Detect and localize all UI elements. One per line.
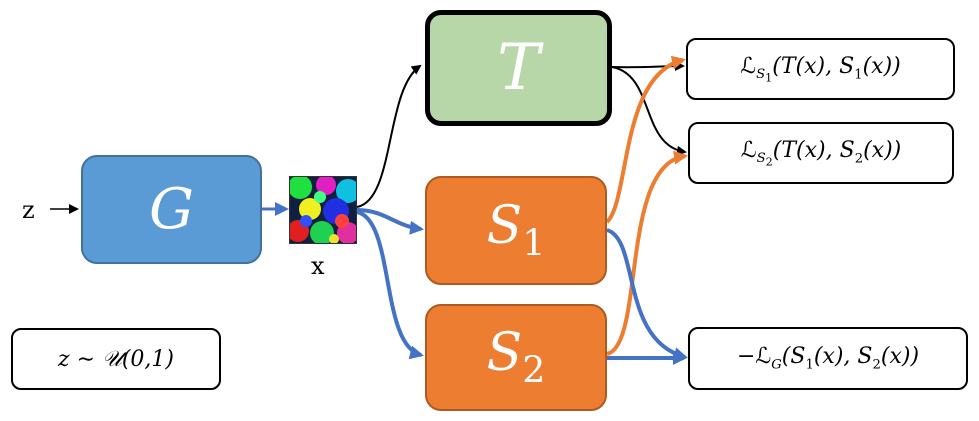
arrow-x-to-s1 <box>356 208 424 235</box>
student1-label: S1 <box>486 196 546 265</box>
arrow-s1-to-loss-s1 <box>605 55 686 224</box>
generator-node: G <box>81 155 262 264</box>
arrow-s2-to-loss-s2 <box>606 150 688 356</box>
arrow-s1-to-loss-g <box>606 228 688 361</box>
input-z-label: z <box>22 196 35 224</box>
loss-s1-formula: ℒS1(T(x), S1(x)) <box>740 53 901 85</box>
loss-s2-box: ℒS2(T(x), S2(x)) <box>688 122 954 184</box>
distribution-box: z ∼ 𝒰(0,1) <box>11 328 221 390</box>
loss-g-formula: −ℒG(S1(x), S2(x)) <box>736 344 920 373</box>
arrow-t-to-loss-s2 <box>611 66 687 156</box>
student2-node: S2 <box>425 304 607 411</box>
loss-s2-formula: ℒS2(T(x), S2(x)) <box>740 137 902 169</box>
distribution-formula: z ∼ 𝒰(0,1) <box>58 346 174 372</box>
student1-node: S1 <box>425 176 607 285</box>
student2-label: S2 <box>486 323 546 392</box>
sample-x-label: x <box>311 252 325 280</box>
arrow-t-to-loss-s1 <box>611 61 685 72</box>
teacher-label: T <box>497 31 540 105</box>
arrow-x-to-t <box>356 64 422 208</box>
generator-label: G <box>149 177 194 242</box>
loss-s1-box: ℒS1(T(x), S1(x)) <box>686 38 955 100</box>
teacher-node: T <box>425 10 612 126</box>
loss-g-box: −ℒG(S1(x), S2(x)) <box>688 327 968 390</box>
arrow-x-to-s2 <box>356 210 424 360</box>
noise-image-icon <box>289 176 357 244</box>
